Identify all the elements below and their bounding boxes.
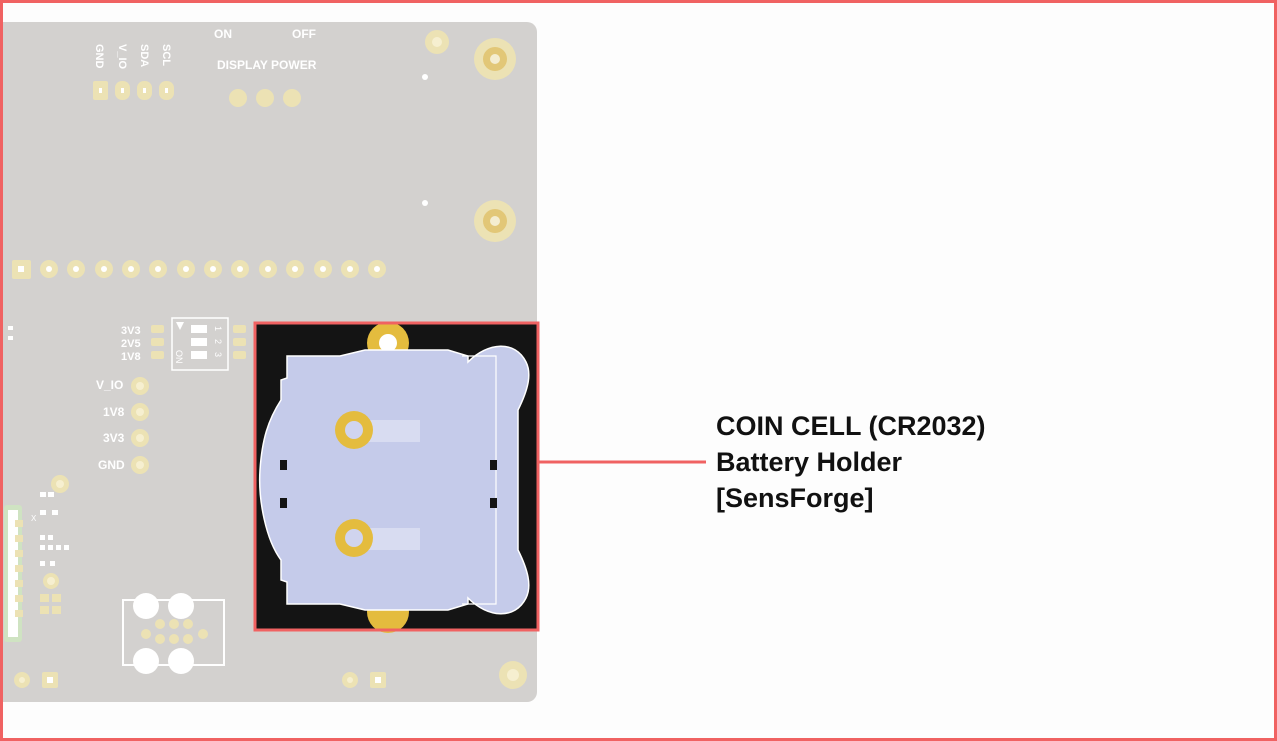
pin-label-scl: SCL <box>160 44 172 66</box>
small-mark-x: X <box>31 514 37 523</box>
voltage-1v8-label: 1V8 <box>121 351 141 363</box>
voltage-3v3-label: 3V3 <box>121 325 141 337</box>
test-point-3v3-label: 3V3 <box>103 431 125 445</box>
pin-label-vio: V_IO <box>116 44 128 70</box>
connector: 1 <box>122 593 225 674</box>
header-pins: GND V_IO SDA SCL <box>93 44 172 70</box>
test-point-gnd-label: GND <box>98 458 125 472</box>
switch-off-label: OFF <box>292 27 316 41</box>
switch-caption: DISPLAY POWER <box>217 58 317 72</box>
battery-holder <box>253 321 540 633</box>
mounting-holes <box>422 30 527 689</box>
callout-line-2: Battery Holder <box>716 447 903 477</box>
battery-callout: COIN CELL (CR2032) Battery Holder [SensF… <box>716 408 1236 516</box>
voltage-2v5-label: 2V5 <box>121 338 141 350</box>
connector-mark-1: 1 <box>148 652 153 662</box>
callout-line-3: [SensForge] <box>716 483 874 513</box>
display-power-switch: ON OFF DISPLAY POWER <box>214 27 317 72</box>
small-components: X <box>4 475 386 688</box>
test-point-1v8-label: 1V8 <box>103 405 125 419</box>
switch-on-label: ON <box>214 27 232 41</box>
callout-line-1: COIN CELL (CR2032) <box>716 411 986 441</box>
test-point-vio-label: V_IO <box>96 378 123 392</box>
dip-mark-1: 1 <box>213 326 223 331</box>
battery-highlight-box <box>253 321 540 632</box>
dip-mark-3: 3 <box>213 352 223 357</box>
test-points: V_IO 1V8 3V3 GND <box>96 378 125 472</box>
pin-label-gnd: GND <box>93 44 105 69</box>
dip-on-label: ON <box>174 350 184 364</box>
pin-label-sda: SDA <box>138 44 150 67</box>
dip-mark-2: 2 <box>213 339 223 344</box>
voltage-select: 3V3 2V5 1V8 <box>121 325 141 363</box>
